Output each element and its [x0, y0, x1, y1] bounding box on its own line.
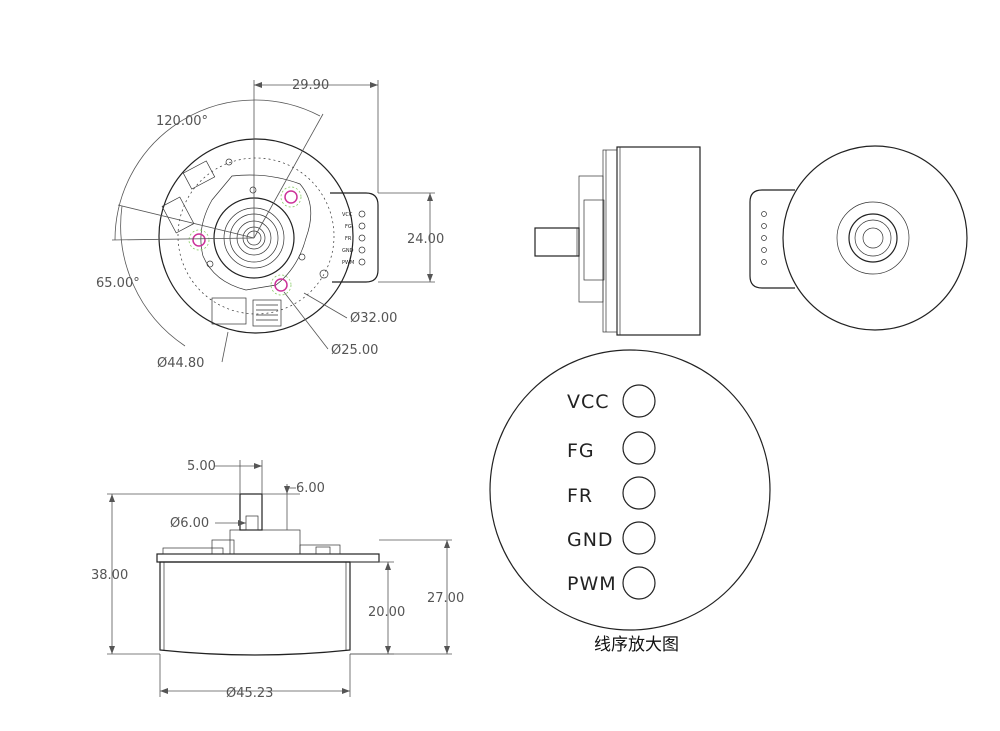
pin-label-small: FG — [345, 224, 352, 230]
mount-hole — [284, 190, 298, 204]
bottom-view — [749, 145, 968, 331]
top-view: VCC FG FR GND PWM 29.90 24.00 120.00° 65… — [96, 78, 444, 371]
front-view: 5.00 6.00 Ø6.00 38.00 20.00 27.00 Ø45.23 — [91, 459, 464, 701]
dim-angle-65: 65.00° — [96, 276, 140, 291]
pin-label-small: VCC — [342, 212, 353, 218]
dim-shaft-top: 6.00 — [296, 481, 325, 496]
side-view — [534, 146, 701, 336]
pin-detail: VCC FG FR GND PWM 线序放大图 — [489, 349, 771, 655]
pin-label-gnd: GND — [567, 529, 614, 551]
mount-hole — [274, 278, 288, 292]
dim-dia-44: Ø44.80 — [157, 356, 204, 371]
pin-label-vcc: VCC — [567, 391, 610, 413]
dim-body-height: 20.00 — [368, 605, 405, 620]
dim-angle-120: 120.00° — [156, 114, 208, 129]
pin-label-fg: FG — [567, 440, 595, 462]
pin-detail-caption: 线序放大图 — [594, 635, 679, 655]
pin-label-small: GND — [342, 248, 354, 254]
mount-hole — [192, 233, 206, 247]
pin-label-small: PWM — [342, 260, 354, 266]
dim-total-height: 38.00 — [91, 568, 128, 583]
dim-shaft-len: 5.00 — [187, 459, 216, 474]
pin-label-fr: FR — [567, 485, 593, 507]
dim-height-27: 27.00 — [427, 591, 464, 606]
dim-shaft-dia: Ø6.00 — [170, 516, 209, 531]
dim-width: 29.90 — [292, 78, 329, 93]
dim-height: 24.00 — [407, 232, 444, 247]
dim-diameter: Ø45.23 — [226, 686, 273, 701]
dim-dia-32: Ø32.00 — [350, 311, 397, 326]
pin-label-pwm: PWM — [567, 573, 617, 595]
dim-dia-25: Ø25.00 — [331, 343, 378, 358]
pin-label-small: FR — [345, 236, 352, 242]
